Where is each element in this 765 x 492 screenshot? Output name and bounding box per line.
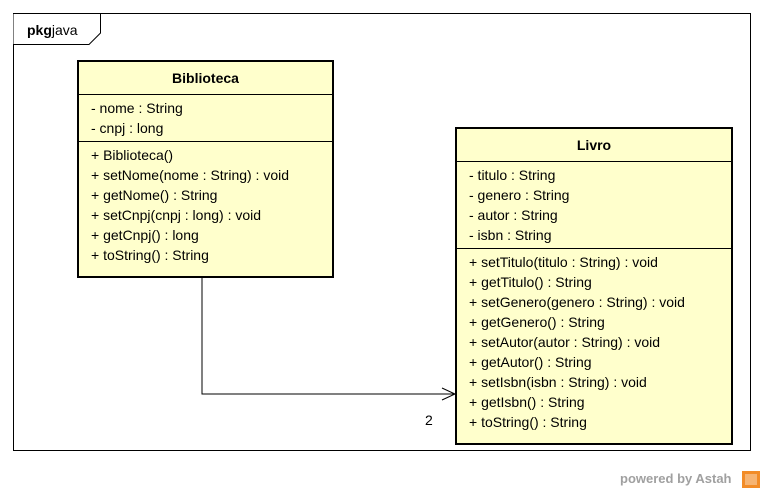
package-name: java: [51, 22, 78, 38]
association-arrowhead: [441, 387, 457, 401]
operation: + getAutor() : String: [469, 354, 592, 370]
operation: + toString() : String: [91, 247, 209, 263]
operation: + getGenero() : String: [469, 314, 605, 330]
attribute: - cnpj : long: [91, 120, 164, 136]
class-operations: + setTitulo(titulo : String) : void + ge…: [457, 249, 731, 435]
attribute: - autor : String: [469, 207, 558, 223]
operation: + toString() : String: [469, 414, 587, 430]
class-name: Biblioteca: [79, 62, 332, 95]
class-name: Livro: [457, 129, 731, 162]
class-livro[interactable]: Livro - titulo : String - genero : Strin…: [455, 127, 733, 445]
operation: + getIsbn() : String: [469, 394, 585, 410]
operation: + Biblioteca(): [91, 147, 174, 163]
class-operations: + Biblioteca() + setNome(nome : String) …: [79, 142, 332, 268]
attribute: - isbn : String: [469, 227, 552, 243]
operation: + setCnpj(cnpj : long) : void: [91, 207, 262, 223]
operation: + setGenero(genero : String) : void: [469, 294, 685, 310]
package-label: pkgjava: [27, 22, 78, 38]
package-tab: [13, 13, 101, 45]
astah-logo-icon: [742, 471, 760, 488]
operation: + setIsbn(isbn : String) : void: [469, 374, 647, 390]
powered-by-text: powered by Astah: [620, 471, 732, 486]
class-attributes: - nome : String - cnpj : long: [79, 95, 332, 142]
operation: + setNome(nome : String) : void: [91, 167, 290, 183]
attribute: - nome : String: [91, 100, 183, 116]
operation: + getTitulo() : String: [469, 274, 592, 290]
attribute: - titulo : String: [469, 167, 556, 183]
operation: + setAutor(autor : String) : void: [469, 334, 661, 350]
package-frame: [13, 13, 751, 451]
package-keyword: pkg: [27, 22, 52, 38]
operation: + setTitulo(titulo : String) : void: [469, 254, 658, 270]
association-multiplicity: 2: [425, 412, 433, 428]
class-biblioteca[interactable]: Biblioteca - nome : String - cnpj : long…: [77, 60, 334, 278]
class-attributes: - titulo : String - genero : String - au…: [457, 162, 731, 249]
operation: + getNome() : String: [91, 187, 218, 203]
operation: + getCnpj() : long: [91, 227, 199, 243]
attribute: - genero : String: [469, 187, 570, 203]
